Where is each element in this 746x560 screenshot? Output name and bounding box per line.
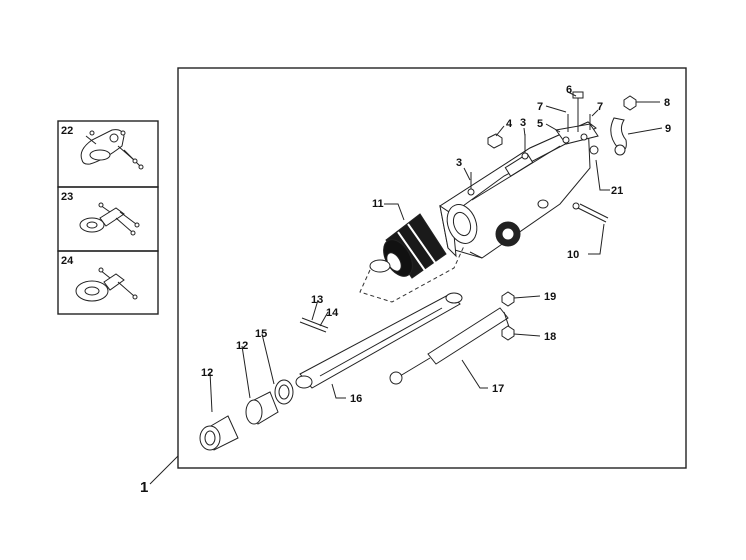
callout-7-right: 7 xyxy=(597,101,603,113)
tow-eye-small-drawing xyxy=(79,202,140,236)
bracket-plate-5 xyxy=(555,91,599,155)
tongue-housing xyxy=(439,121,597,259)
callout-15: 15 xyxy=(255,328,267,340)
callout-22: 22 xyxy=(61,125,73,137)
callout-7-left: 7 xyxy=(537,101,543,113)
callout-3-left: 3 xyxy=(456,157,462,169)
damper-cylinder-17 xyxy=(389,291,515,385)
pin-13-14 xyxy=(299,317,329,333)
callout-14: 14 xyxy=(326,307,339,319)
bolt-pair-3 xyxy=(467,134,529,196)
callout-24: 24 xyxy=(61,255,74,267)
pin-10 xyxy=(572,202,609,223)
coupling-head-drawing xyxy=(80,129,144,170)
bellows-boot-11 xyxy=(359,213,465,303)
callout-3-right: 3 xyxy=(520,117,526,129)
nut-19 xyxy=(501,291,515,307)
callout-1: 1 xyxy=(140,479,148,496)
callout-5: 5 xyxy=(537,118,543,130)
lever-hook-9 xyxy=(610,95,637,156)
callout-19: 19 xyxy=(544,291,556,303)
callout-17: 17 xyxy=(492,383,504,395)
callout-18: 18 xyxy=(544,331,556,343)
washer-15 xyxy=(274,379,294,405)
callout-13: 13 xyxy=(311,294,323,306)
drawbar-tube-16 xyxy=(295,292,463,389)
callout-9: 9 xyxy=(665,123,671,135)
option-panel-24 xyxy=(57,250,159,315)
nut-18 xyxy=(501,325,515,341)
callout-11: 11 xyxy=(372,198,384,210)
callout-23: 23 xyxy=(61,191,73,203)
nut-4 xyxy=(487,133,503,149)
callout-4: 4 xyxy=(506,118,513,130)
callout-21: 21 xyxy=(611,185,623,197)
callout-6: 6 xyxy=(566,84,572,96)
sleeve-12 xyxy=(245,391,279,425)
bushing-12 xyxy=(199,415,239,451)
callout-12-bushing: 12 xyxy=(201,367,213,379)
callout-16: 16 xyxy=(350,393,362,405)
callout-12-sleeve: 12 xyxy=(236,340,248,352)
callout-8: 8 xyxy=(664,97,670,109)
tow-eye-large-drawing xyxy=(75,267,138,302)
main-diagram-frame xyxy=(177,67,687,469)
callout-10: 10 xyxy=(567,249,579,261)
callout-leaders xyxy=(149,91,663,485)
